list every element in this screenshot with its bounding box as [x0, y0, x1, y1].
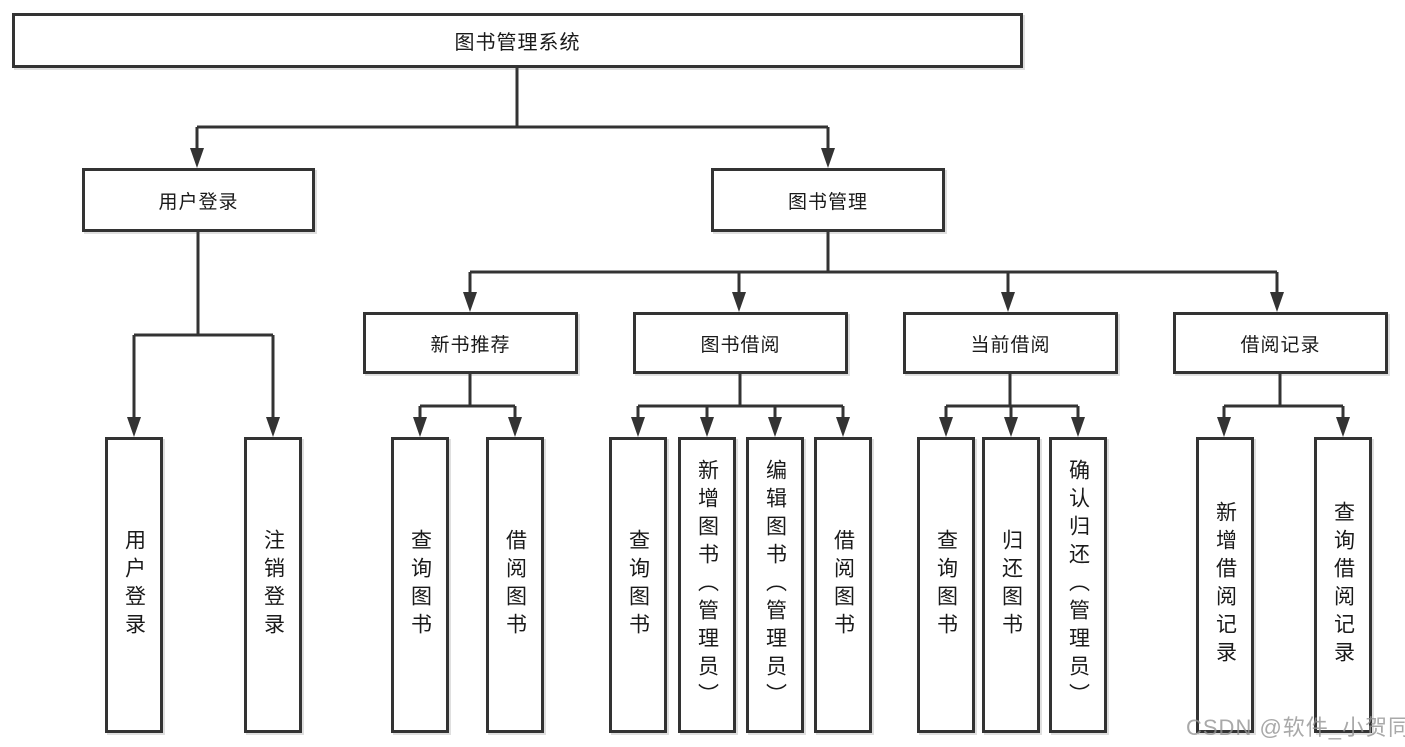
leaf-user-login: 用户登录: [105, 437, 163, 733]
node-label: 图书管理系统: [454, 32, 581, 54]
node-label: 新增图书（管理员）: [695, 459, 719, 711]
node-library-management-system: 图书管理系统: [12, 13, 1023, 68]
node-label: 编辑图书（管理员）: [763, 459, 787, 711]
node-book-management: 图书管理: [711, 168, 945, 232]
leaf-return-book: 归还图书: [982, 437, 1040, 733]
leaf-query-book-borrow: 查询图书: [609, 437, 667, 733]
node-label: 注销登录: [261, 529, 285, 641]
node-new-book-recommend: 新书推荐: [363, 312, 578, 374]
node-label: 用户登录: [122, 529, 146, 641]
node-label: 查询图书: [408, 529, 432, 641]
node-label: 查询图书: [934, 529, 958, 641]
node-user-login: 用户登录: [82, 168, 315, 232]
node-book-borrow: 图书借阅: [633, 312, 848, 374]
leaf-query-borrow-record: 查询借阅记录: [1314, 437, 1372, 733]
node-label: 新书推荐: [430, 334, 511, 356]
node-label: 借阅图书: [831, 529, 855, 641]
node-label: 借阅图书: [503, 529, 527, 641]
node-label: 图书管理: [787, 191, 868, 213]
node-label: 借阅记录: [1240, 334, 1321, 356]
leaf-query-book-current: 查询图书: [917, 437, 975, 733]
leaf-borrow-book-recommend: 借阅图书: [486, 437, 544, 733]
arrowheads: [127, 148, 1350, 437]
node-label: 当前借阅: [970, 334, 1051, 356]
node-label: 查询借阅记录: [1331, 501, 1355, 669]
leaf-confirm-return-admin: 确认归还（管理员）: [1049, 437, 1107, 733]
node-label: 查询图书: [626, 529, 650, 641]
node-label: 确认归还（管理员）: [1066, 459, 1090, 711]
watermark: CSDN @软件_小贺同学: [1186, 715, 1405, 740]
node-current-borrow: 当前借阅: [903, 312, 1118, 374]
leaf-logout-login: 注销登录: [244, 437, 302, 733]
leaf-query-book-recommend: 查询图书: [391, 437, 449, 733]
node-label: 图书借阅: [700, 334, 781, 356]
node-label: 归还图书: [999, 529, 1023, 641]
leaf-edit-book-admin: 编辑图书（管理员）: [746, 437, 804, 733]
leaf-add-book-admin: 新增图书（管理员）: [678, 437, 736, 733]
leaf-add-borrow-record: 新增借阅记录: [1196, 437, 1254, 733]
node-label: 新增借阅记录: [1213, 501, 1237, 669]
leaf-borrow-book-borrow: 借阅图书: [814, 437, 872, 733]
node-borrow-record: 借阅记录: [1173, 312, 1388, 374]
node-label: 用户登录: [158, 191, 239, 213]
